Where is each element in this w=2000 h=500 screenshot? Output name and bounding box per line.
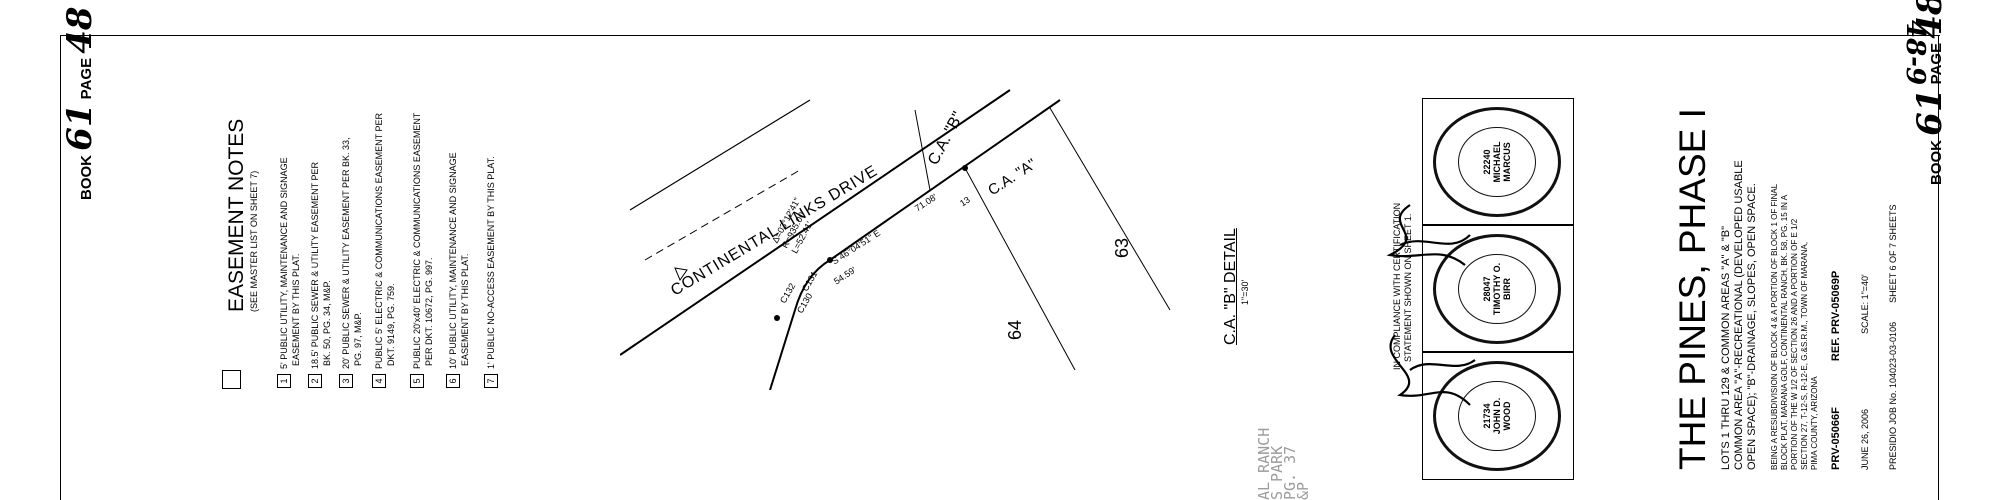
plat-title: THE PINES, PHASE I (1672, 108, 1713, 470)
street-line-lower (620, 89, 1011, 356)
lot-corner-point-1 (962, 165, 968, 171)
faint-background-text: AL RANCH S PARK PG. 37 &P (1255, 427, 1312, 500)
easement-note-5: 5 PUBLIC 20'x40' ELECTRIC & COMMUNICATIO… (410, 113, 435, 388)
seal-box: 22240 MICHAEL MARCUS 28047 TIMOTHY O. BI… (1422, 98, 1574, 480)
corner-handwritten-number: 48-9 (1900, 20, 1930, 86)
ca-b-detail-drawing (620, 89, 1171, 390)
lot-line-main (829, 99, 1061, 261)
detail-title: C.A. "B" DETAIL 1"=30' (1222, 228, 1250, 345)
seal-divider-2 (1423, 351, 1573, 353)
lot-corner-point-2 (827, 257, 833, 263)
handwritten-signatures (1386, 204, 1476, 406)
page-number: 48 (60, 6, 100, 54)
lot-corner-curve (769, 259, 831, 390)
plat-legal-description: BEING A RESUBDIVISION OF BLOCK 4 & A POR… (1770, 183, 1819, 470)
lot-64-label: 64 (1005, 319, 1025, 340)
lot-line-ca-a (1049, 107, 1171, 311)
lot-corner-point-3 (774, 315, 780, 321)
leader-ca-b (914, 109, 931, 191)
easement-note-7: 7 1' PUBLIC NO-ACCESS EASEMENT BY THIS P… (484, 156, 498, 388)
street-line-upper (629, 99, 811, 211)
easement-notes-title: EASEMENT NOTES (SEE MASTER LIST ON SHEET… (225, 118, 259, 312)
surveyor-seal-3: 22240 MICHAEL MARCUS (1433, 107, 1561, 217)
street-line-dashed (644, 169, 801, 261)
easement-note-3: 3 20' PUBLIC SEWER & UTILITY EASEMENT PE… (339, 138, 364, 388)
plat-description: LOTS 1 THRU 129 & COMMON AREAS "A" & "B"… (1720, 160, 1758, 470)
page-label: PAGE (78, 57, 95, 100)
triangle-mark (674, 267, 688, 282)
plat-reference-numbers: PRV-05066F REF. PRV-05069P (1830, 270, 1842, 470)
plat-date-scale: JUNE 26, 2006 SCALE: 1"=40' (1860, 274, 1870, 470)
frame-left-border (60, 35, 61, 500)
frame-right-border (1938, 35, 1939, 500)
easement-note-1: 1 5' PUBLIC UTILITY, MAINTENANCE AND SIG… (277, 157, 302, 388)
book-label: BOOK (78, 155, 95, 200)
easement-note-2: 2 18.5' PUBLIC SEWER & UTILITY EASEMENT … (308, 162, 333, 388)
plat-job-sheet: PRESIDIO JOB No. 104023-03-0106 SHEET 6 … (1888, 204, 1898, 470)
engineer-seal-1: 21734 JOHN D. WOOD (1433, 361, 1561, 471)
book-number: 61 (60, 103, 100, 151)
easement-title-box (222, 370, 241, 389)
lot-63-label: 63 (1112, 237, 1132, 258)
seal-divider-1 (1423, 224, 1573, 226)
frame-top-border (60, 35, 1940, 36)
easement-note-6: 6 10' PUBLIC UTILITY, MAINTENANCE AND SI… (446, 152, 471, 388)
easement-note-4: 4 PUBLIC 5' ELECTRIC & COMMUNICATIONS EA… (372, 113, 397, 388)
book-page-stamp-left: BOOK 61 PAGE 48 (60, 6, 100, 200)
lot-line-63 (964, 167, 1076, 371)
surveyor-seal-2: 28047 TIMOTHY O. BIRR (1433, 234, 1561, 344)
